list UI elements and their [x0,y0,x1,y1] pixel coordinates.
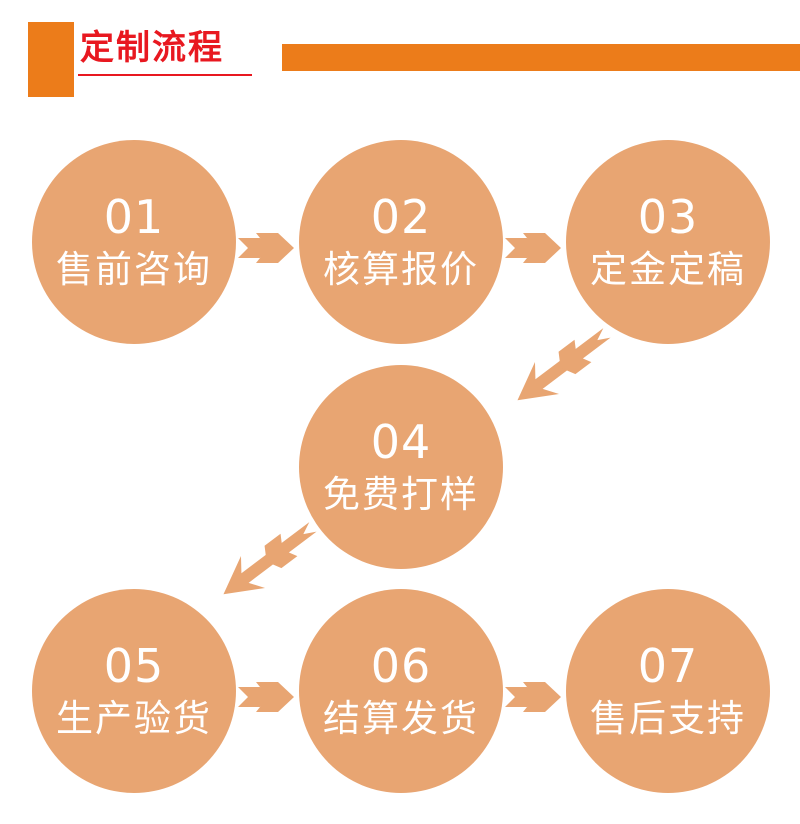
step-number: 04 [370,415,432,469]
step-label: 核算报价 [323,248,479,291]
header-bar [282,44,800,71]
arrow-down-left-icon [517,328,611,401]
step-label: 结算发货 [323,697,479,740]
step-04: 04 免费打样 [299,365,503,569]
step-number: 05 [103,639,165,693]
arrow-right-icon [505,682,561,712]
step-05: 05 生产验货 [32,589,236,793]
header-accent-block [28,22,74,97]
step-label: 生产验货 [56,697,212,740]
step-number: 03 [637,190,699,244]
step-number: 07 [637,639,699,693]
step-number: 06 [370,639,432,693]
step-label: 售前咨询 [56,248,212,291]
step-06: 06 结算发货 [299,589,503,793]
arrow-down-left-icon [223,522,317,595]
arrow-right-icon [238,682,294,712]
step-number: 02 [370,190,432,244]
arrow-right-icon [505,233,561,263]
step-01: 01 售前咨询 [32,140,236,344]
step-label: 免费打样 [323,473,479,516]
step-07: 07 售后支持 [566,589,770,793]
step-label: 定金定稿 [590,248,746,291]
arrow-right-icon [238,233,294,263]
page-title: 定制流程 [80,28,224,68]
step-03: 03 定金定稿 [566,140,770,344]
step-label: 售后支持 [590,697,746,740]
title-underline [78,74,252,76]
step-02: 02 核算报价 [299,140,503,344]
step-number: 01 [103,190,165,244]
